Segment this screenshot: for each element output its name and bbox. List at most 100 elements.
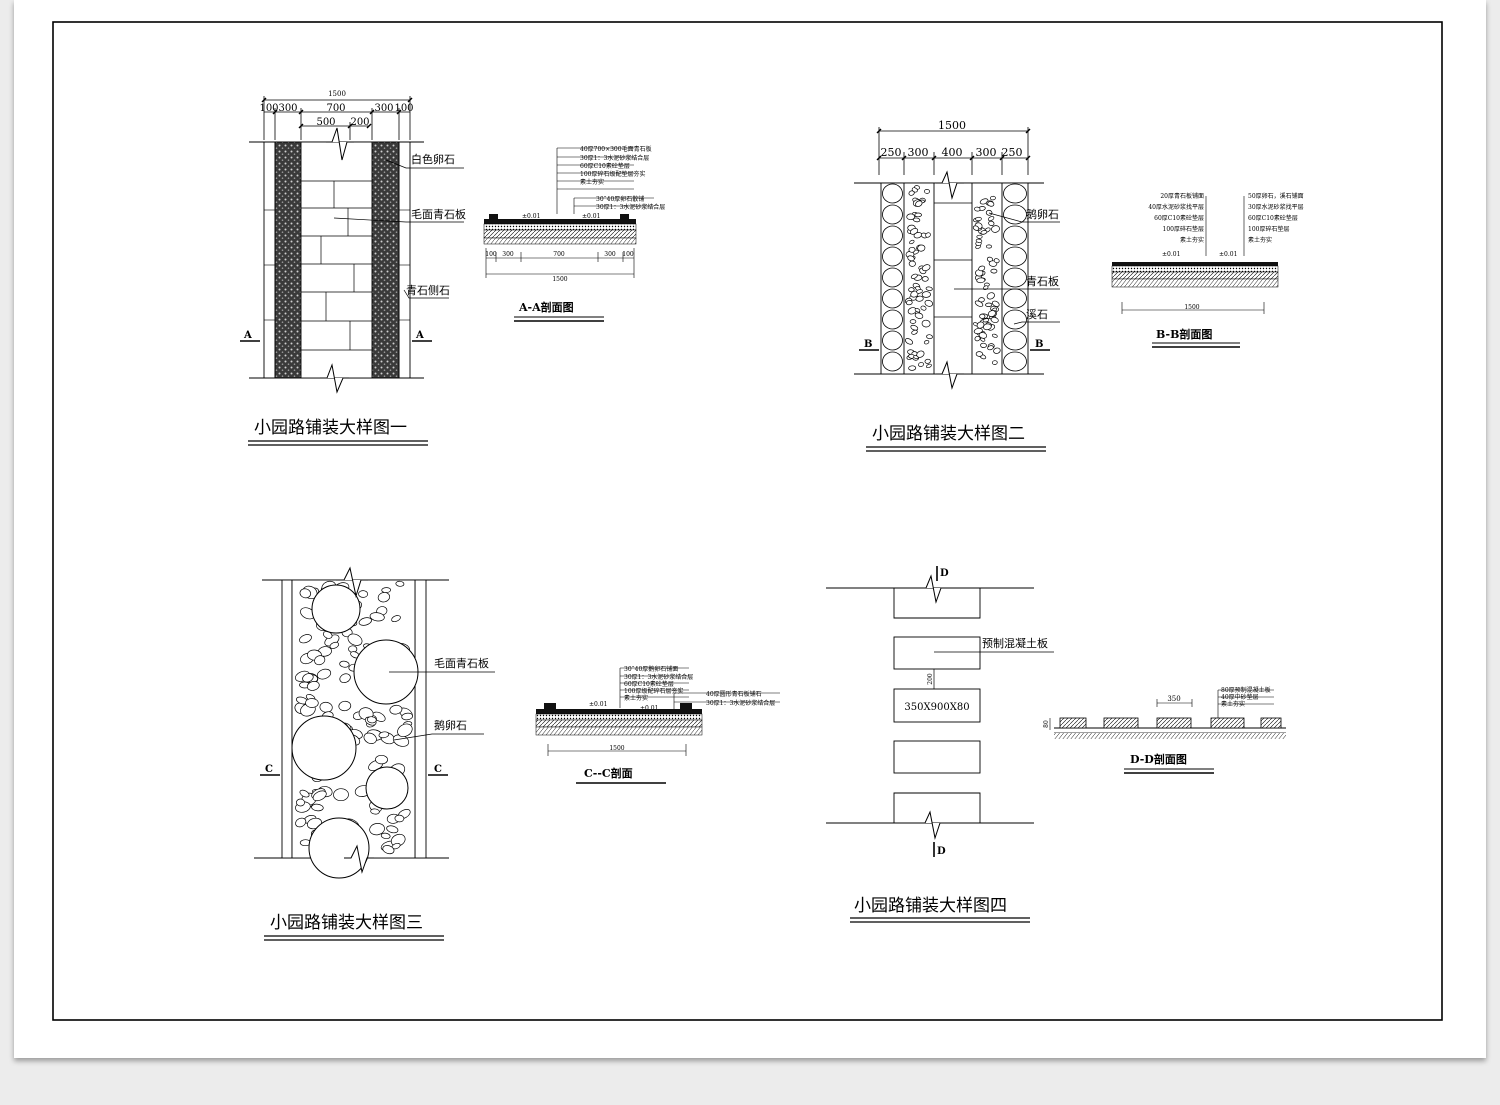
d1-dim-b: 300 <box>278 103 297 114</box>
pebble <box>990 317 999 323</box>
pebble <box>921 319 931 328</box>
pebble <box>921 264 931 272</box>
pebble <box>909 228 919 235</box>
pebble <box>911 329 918 335</box>
pebble <box>976 321 985 329</box>
pebble <box>988 220 995 226</box>
pebble <box>339 660 350 668</box>
pebble <box>917 244 926 252</box>
d3-label-pebble: 鹅卵石 <box>434 718 467 732</box>
pebble <box>366 716 377 724</box>
pebble <box>987 310 996 317</box>
svg-text:80厚预制混凝土板: 80厚预制混凝土板 <box>1221 686 1271 694</box>
d1-title: 小园路铺装大样图一 <box>254 418 407 438</box>
pebble <box>993 347 1001 354</box>
pebble <box>401 712 414 721</box>
drawing-sheet: 1500 100 300 700 300 100 500 200 300 <box>14 0 1486 1058</box>
pebble <box>985 244 993 249</box>
pebble <box>299 588 312 599</box>
detail-1-plan: 1500 100 300 700 300 100 500 200 300 <box>240 90 466 446</box>
pebble <box>991 225 1000 233</box>
d2-dim-total: 1500 <box>938 119 966 132</box>
d1-dim-e: 100 <box>394 103 413 114</box>
pebble <box>974 300 984 307</box>
d4-slab <box>893 688 981 723</box>
d1-cut-mark-right: A <box>415 330 424 341</box>
pebble <box>389 704 403 715</box>
svg-text:100厚碎石级配垫层夯实: 100厚碎石级配垫层夯实 <box>580 170 645 178</box>
svg-text:300: 300 <box>502 251 514 258</box>
d1-dim-total: 1500 <box>328 90 346 98</box>
pebble <box>906 213 916 221</box>
pebble <box>908 260 916 267</box>
pebble <box>918 362 924 367</box>
pebble <box>907 255 915 262</box>
d1-label-bluestone-curb: 青石侧石 <box>406 284 450 297</box>
d3-label-bluestone: 毛面青石板 <box>434 656 489 670</box>
pebble <box>909 239 915 245</box>
section-d: 80厚预制混凝土板 40厚中砂垫层 素土夯实 350 80 D-D剖面图 <box>1043 686 1286 774</box>
d2-title: 小园路铺装大样图二 <box>872 424 1025 444</box>
svg-text:素土夯实: 素土夯实 <box>1180 236 1204 244</box>
svg-text:素土夯实: 素土夯实 <box>1248 236 1272 244</box>
d2-stream-stones-left <box>882 183 903 372</box>
pebble <box>993 258 1000 264</box>
pebble <box>972 225 980 231</box>
stream-stone <box>882 309 903 330</box>
pebble <box>312 790 327 802</box>
d1-dim-f: 500 <box>316 117 335 128</box>
svg-text:60厚C10素砼垫层: 60厚C10素砼垫层 <box>624 680 674 688</box>
frame-border <box>52 21 1443 1021</box>
pebble <box>921 291 931 298</box>
svg-text:60厚C10素砼垫层: 60厚C10素砼垫层 <box>1154 214 1204 222</box>
pebble <box>909 319 917 324</box>
svg-text:素土夯实: 素土夯实 <box>1221 700 1245 708</box>
pebble <box>296 798 305 807</box>
pebble <box>333 788 349 802</box>
d2-label-bluestone: 青石板 <box>1026 274 1059 288</box>
svg-text:30厚水泥砂浆找平层: 30厚水泥砂浆找平层 <box>1248 203 1304 211</box>
pebble <box>380 832 391 840</box>
svg-text:100: 100 <box>485 251 497 258</box>
d1-cut-mark-left: A <box>243 330 252 341</box>
section-a-title: A-A剖面图 <box>518 300 574 314</box>
svg-text:D: D <box>940 568 949 579</box>
pebble <box>311 803 324 812</box>
pebble <box>924 358 931 364</box>
stream-stone <box>1003 351 1027 372</box>
svg-text:400: 400 <box>942 146 963 159</box>
svg-text:1500: 1500 <box>1184 304 1199 311</box>
section-b-title: B-B剖面图 <box>1156 327 1212 341</box>
stream-stone <box>1003 288 1027 309</box>
pebble <box>295 817 307 828</box>
detail-2-plan: 1500 250 300 400 300 250 鹅卵石 青石板 溪石 <box>854 119 1060 452</box>
svg-text:700: 700 <box>553 251 565 258</box>
stream-stone <box>1003 267 1027 288</box>
pebble <box>925 232 931 238</box>
pebble <box>975 238 983 243</box>
pebble <box>908 287 915 293</box>
pebble <box>978 332 988 339</box>
pebble <box>985 302 993 307</box>
svg-text:B: B <box>864 339 872 350</box>
pebble <box>395 580 405 587</box>
pebble <box>370 808 380 815</box>
pebble <box>910 324 919 331</box>
section-a: 40厚700×300毛面青石板 30厚1：3水泥砂浆结合层 60厚C10素砼垫层… <box>483 145 665 322</box>
svg-text:250: 250 <box>881 146 902 159</box>
pebble <box>347 633 363 646</box>
section-b: 20厚青石板铺面 40厚水泥砂浆找平层 60厚C10素砼垫层 100厚碎石垫层 … <box>1111 192 1304 348</box>
pebble <box>974 335 981 342</box>
d1-dim-c: 700 <box>326 103 345 114</box>
svg-text:300: 300 <box>976 146 997 159</box>
svg-text:100: 100 <box>622 251 634 258</box>
pebble <box>916 289 923 294</box>
svg-text:60厚C10素砼垫层: 60厚C10素砼垫层 <box>1248 214 1298 222</box>
pebble <box>386 825 399 834</box>
pebble <box>973 327 983 335</box>
pebble <box>925 363 932 368</box>
pebble <box>911 187 918 193</box>
svg-text:1500: 1500 <box>609 745 624 752</box>
d1-dim-g: 200 <box>350 117 369 128</box>
stream-stone <box>882 246 903 267</box>
